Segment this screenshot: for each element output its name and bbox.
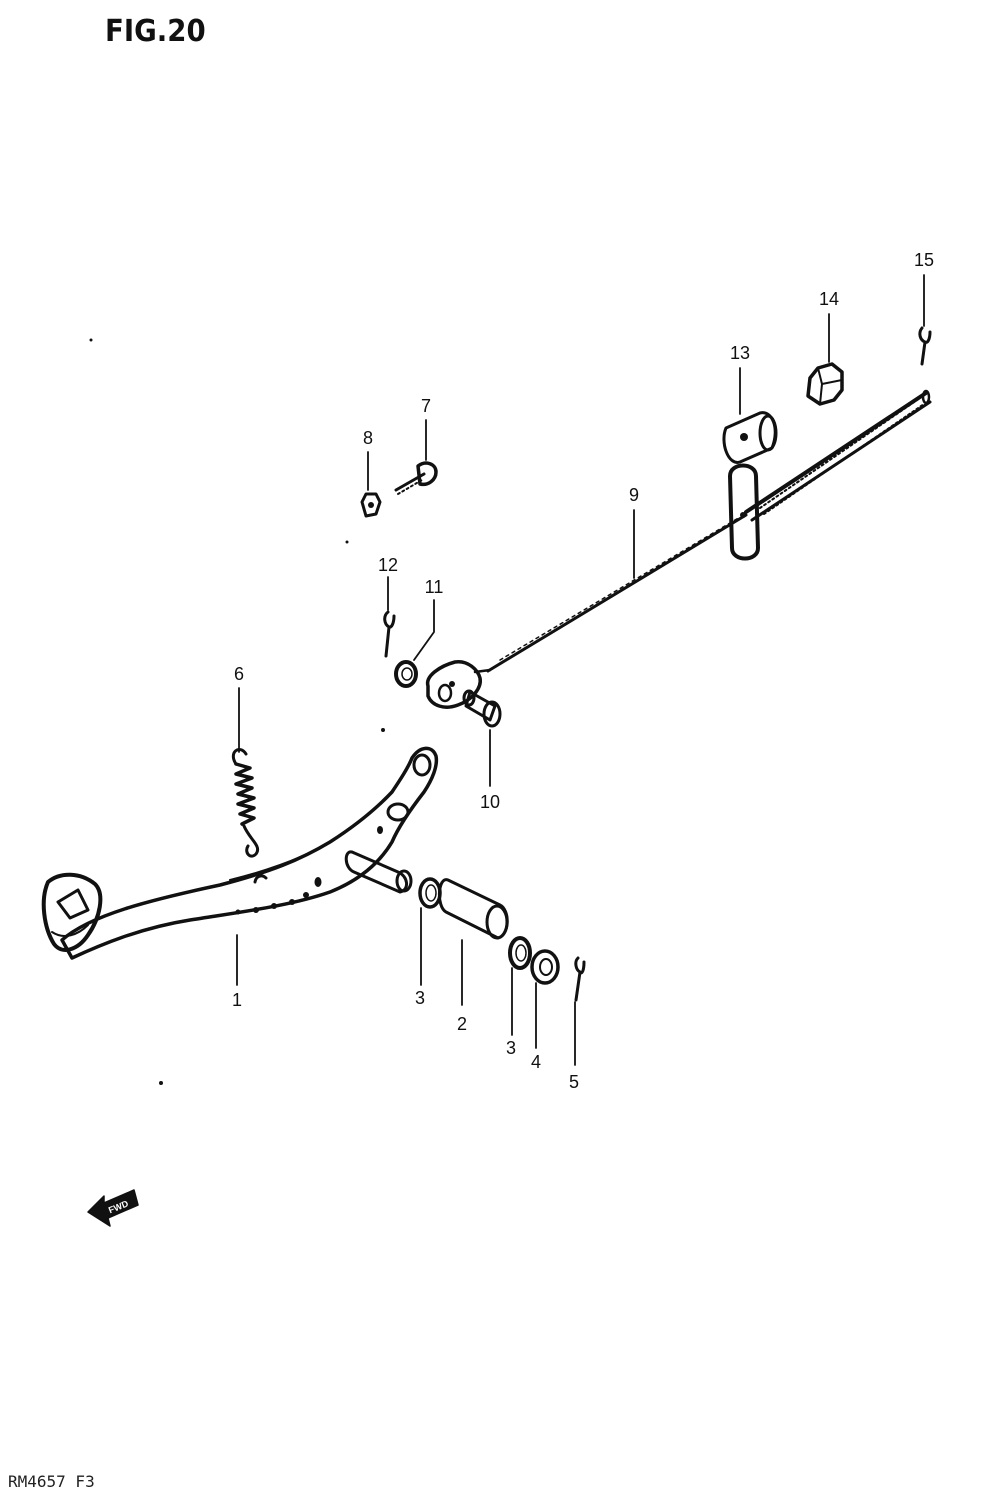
adjusting-nut-14 (806, 362, 844, 406)
callout-13: 13 (730, 343, 750, 363)
callout-5: 5 (569, 1072, 579, 1092)
bolt-7 (394, 461, 438, 495)
pedal-pivot-shaft (344, 850, 413, 894)
collar-13 (722, 411, 778, 464)
washer-3-right (508, 936, 532, 970)
callout-9: 9 (629, 485, 639, 505)
plate-code: RM4657 F3 (8, 1472, 95, 1491)
bushing-2 (438, 878, 509, 940)
cotter-pin-15 (918, 326, 932, 366)
callout-1: 1 (232, 990, 242, 1010)
return-spring-6 (231, 748, 259, 858)
callout-8: 8 (363, 428, 373, 448)
nut-8 (360, 492, 382, 518)
cotter-pin-5 (574, 956, 586, 1002)
callout-7: 7 (421, 396, 431, 416)
callout-12: 12 (378, 555, 398, 575)
callout-labels: 1 2 3 3 4 5 6 7 8 9 10 11 12 13 14 15 (232, 250, 934, 1092)
cotter-pin-12 (383, 610, 396, 658)
scan-specks (89, 338, 385, 1085)
figure-title: FIG.20 (105, 14, 206, 49)
callout-3-left: 3 (415, 988, 425, 1008)
callout-15: 15 (914, 250, 934, 270)
callout-14: 14 (819, 289, 839, 309)
callout-3-right: 3 (506, 1038, 516, 1058)
callout-4: 4 (531, 1052, 541, 1072)
callout-11: 11 (425, 577, 444, 597)
brake-pedal (41, 746, 439, 960)
washer-11 (394, 660, 418, 688)
brake-rod-9 (425, 389, 932, 709)
callout-10: 10 (480, 792, 500, 812)
washer-4 (530, 949, 560, 985)
clevis-pin-10 (462, 689, 502, 728)
callout-6: 6 (234, 664, 244, 684)
washer-3-left (418, 877, 442, 909)
forward-direction-arrow: FWD (87, 1189, 139, 1227)
callout-2: 2 (457, 1014, 467, 1034)
leader-lines (236, 274, 925, 1066)
